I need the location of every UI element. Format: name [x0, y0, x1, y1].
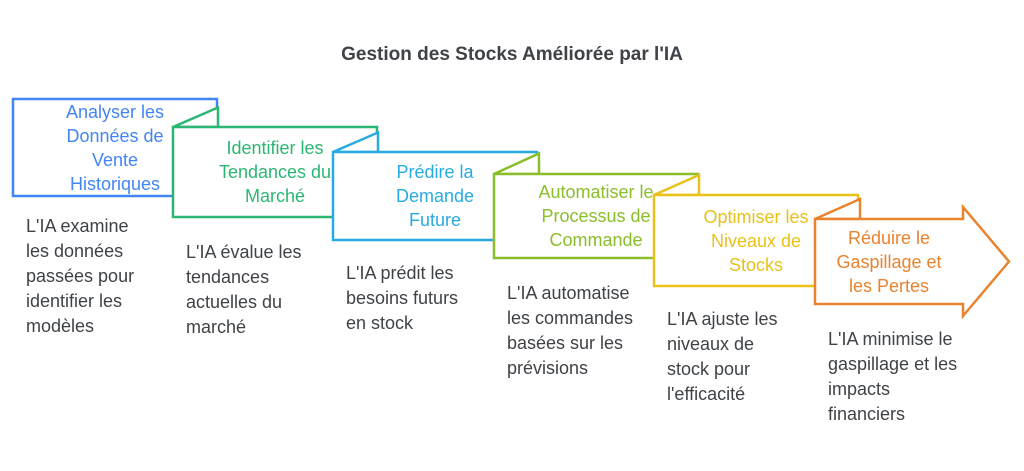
step-1-description: L'IA examine les données passées pour id… [26, 216, 135, 336]
step-1-title: Analyser les Données de Vente Historique… [65, 101, 165, 194]
step-3-description: L'IA prédit les besoins futurs en stock [346, 263, 459, 333]
step-2-description: L'IA évalue les tendances actuelles du m… [186, 242, 302, 337]
step-6-arrow-shape [813, 203, 1011, 320]
step-4-title: Automatiser le Processus de Commande [538, 182, 654, 250]
step-6-description: L'IA minimise le gaspillage et les impac… [828, 329, 958, 424]
step-4-description: L'IA automatise les commandes basées sur… [507, 283, 634, 378]
diagram-title: Gestion des Stocks Améliorée par l'IA [341, 44, 683, 65]
step-5-description: L'IA ajuste les niveaux de stock pour l'… [667, 309, 778, 404]
step-6-title: Réduire le Gaspillage et les Pertes [836, 227, 942, 296]
step-2-title: Identifier les Tendances du Marché [218, 138, 332, 206]
step-3-title: Prédire la Demande Future [395, 162, 475, 230]
step-5-title: Optimiser les Niveaux de Stocks [703, 206, 809, 275]
